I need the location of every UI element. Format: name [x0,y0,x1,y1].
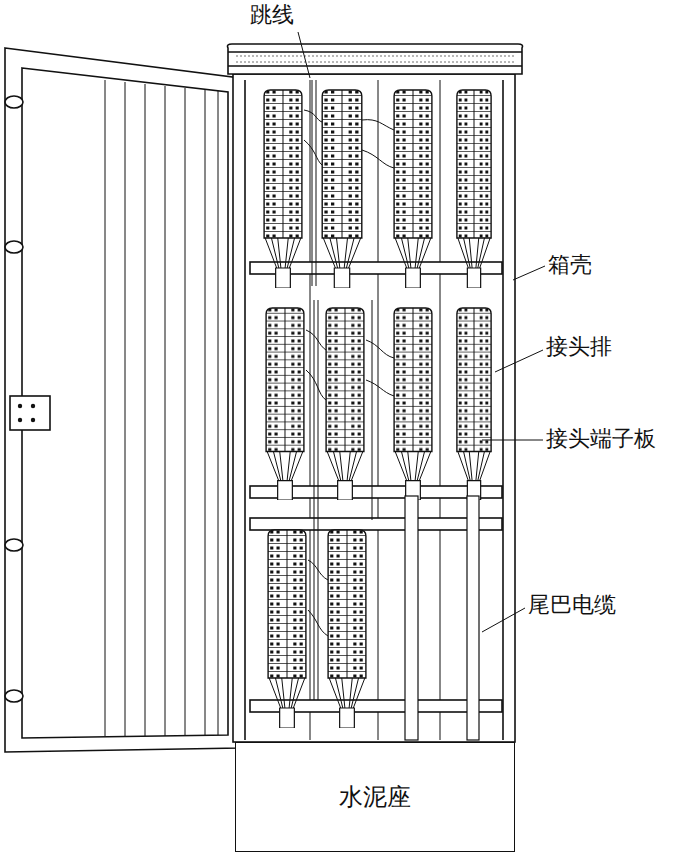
part-label: 接头端子板 [546,426,656,452]
part-label: 箱壳 [548,252,592,278]
part-label: 跳线 [250,2,294,28]
cement-base: 水泥座 [235,742,515,852]
base-label: 水泥座 [339,781,411,813]
part-label: 接头排 [546,334,612,360]
part-label: 尾巴电缆 [528,592,616,618]
